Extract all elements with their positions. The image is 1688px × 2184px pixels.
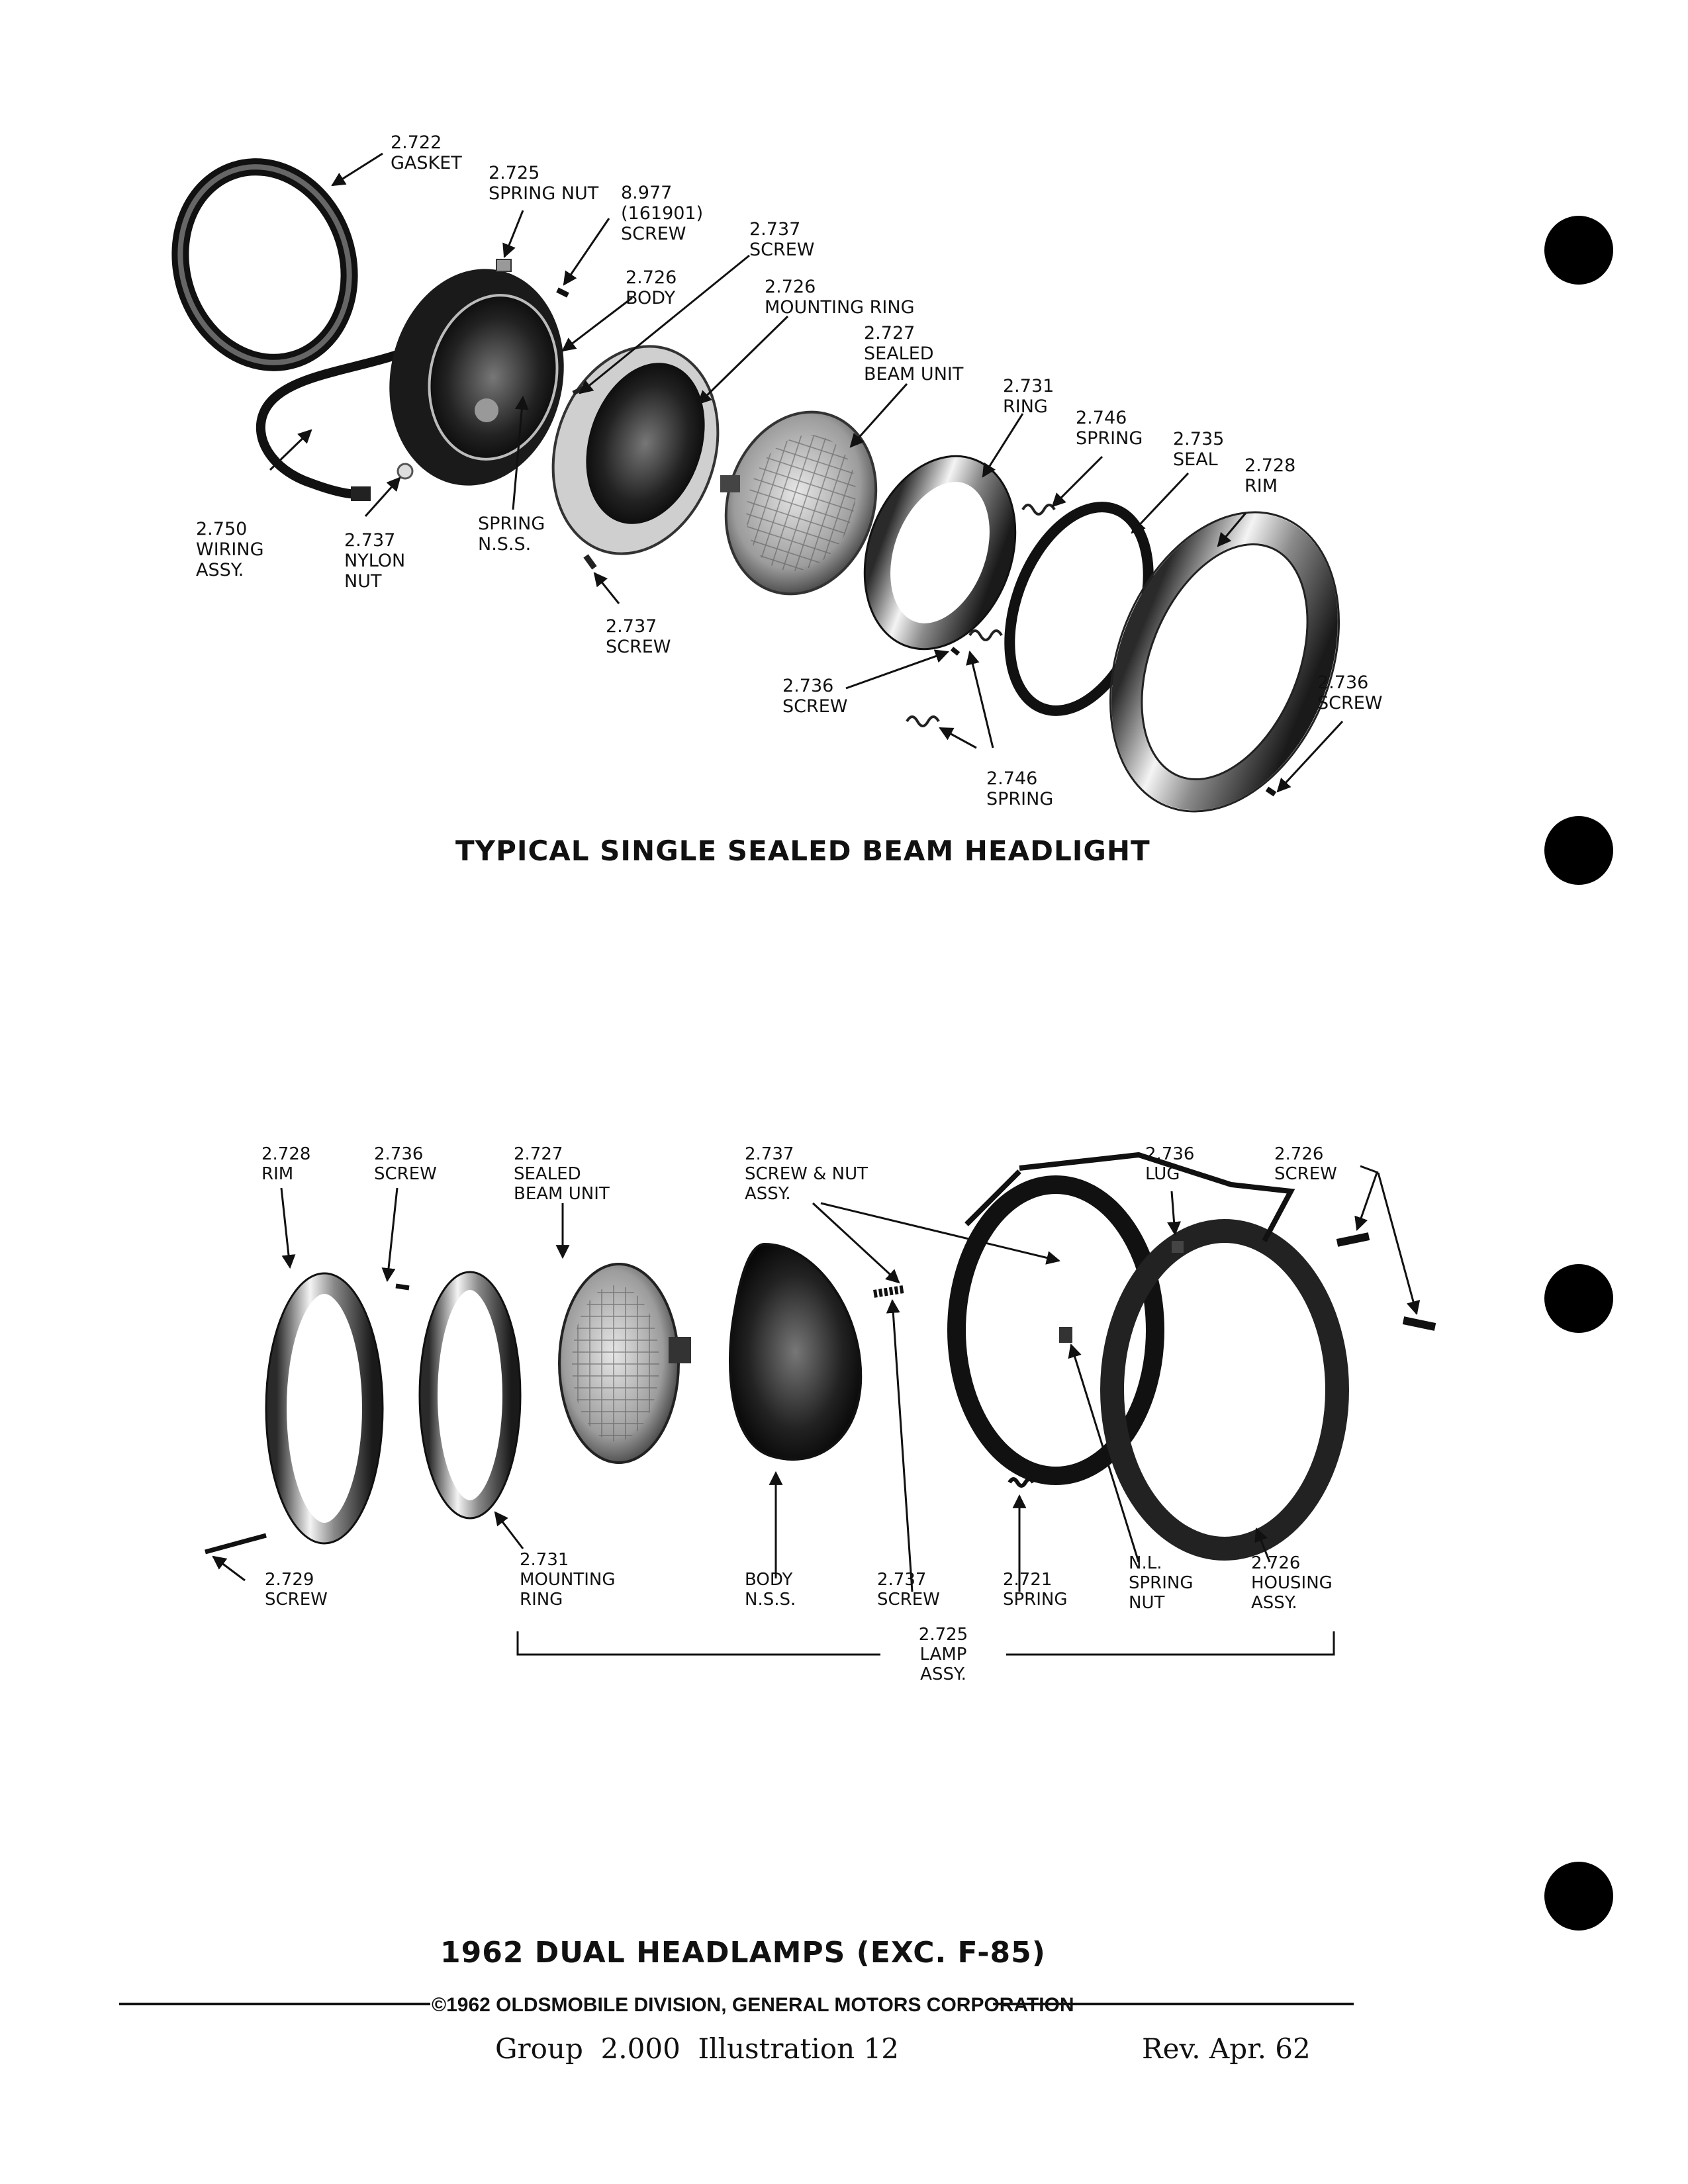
binder-hole-3 — [1544, 1264, 1613, 1333]
screw-2737-bottom-part — [583, 554, 597, 570]
title-dual-headlamps: 1962 DUAL HEADLAMPS (EXC. F-85) — [440, 1936, 1046, 1970]
binder-hole-1 — [1544, 216, 1613, 285]
copyright-line: ©1962 OLDSMOBILE DIVISION, GENERAL MOTOR… — [432, 1994, 1074, 2016]
sealed-beam-part — [720, 410, 878, 596]
spring-2721-part — [1008, 1477, 1035, 1488]
rim-2728-part — [265, 1272, 384, 1545]
body-nss-part — [728, 1242, 863, 1461]
screw-2736-bottom-part — [395, 1283, 410, 1291]
binder-holes — [1544, 216, 1613, 1931]
group-illustration: Group 2.000 Illustration 12 — [495, 2032, 899, 2065]
page-footer: ©1962 OLDSMOBILE DIVISION, GENERAL MOTOR… — [119, 1994, 1354, 2065]
nylon-nut-part — [397, 463, 414, 480]
revision-date: Rev. Apr. 62 — [1142, 2032, 1311, 2065]
rim-part — [1109, 511, 1340, 813]
mounting-ring-2731-part — [418, 1271, 522, 1520]
label-screw-8977: 8.977(161901)SCREW — [621, 183, 703, 244]
gasket-part — [171, 158, 358, 371]
spring-2746-b-part — [968, 629, 1003, 641]
wiring-connector — [351, 486, 371, 501]
screw-2729-part — [205, 1533, 267, 1555]
sealed-beam-2727-part — [558, 1263, 691, 1464]
spring-2746-a-part — [1021, 504, 1056, 516]
spring-nut-nl-part — [1059, 1327, 1072, 1343]
binder-hole-4 — [1544, 1862, 1613, 1931]
ring-2731-part — [865, 457, 1015, 649]
spring-nut-part — [496, 259, 512, 272]
screw-2737-bottom-assy-part — [873, 1285, 904, 1298]
screw-2736-rim-part — [1265, 786, 1277, 797]
bottom-leader-lines — [212, 1165, 1421, 1592]
binder-hole-2 — [1544, 816, 1613, 885]
lug-part — [1172, 1241, 1184, 1253]
screw-8977-part — [556, 287, 569, 298]
screw-2726-b-part — [1402, 1316, 1436, 1331]
mounting-ring-part — [551, 345, 720, 555]
ring-2731-outline — [863, 455, 1017, 651]
wiring-harness — [256, 340, 426, 499]
housing-2726-part — [947, 1152, 1349, 1561]
title-single-headlight: TYPICAL SINGLE SEALED BEAM HEADLIGHT — [455, 835, 1150, 867]
top-leader-lines — [269, 152, 1344, 793]
screw-2736-ring-part — [950, 647, 961, 656]
screw-2726-a-part — [1336, 1232, 1370, 1247]
spring-2746-c-part — [906, 715, 940, 727]
